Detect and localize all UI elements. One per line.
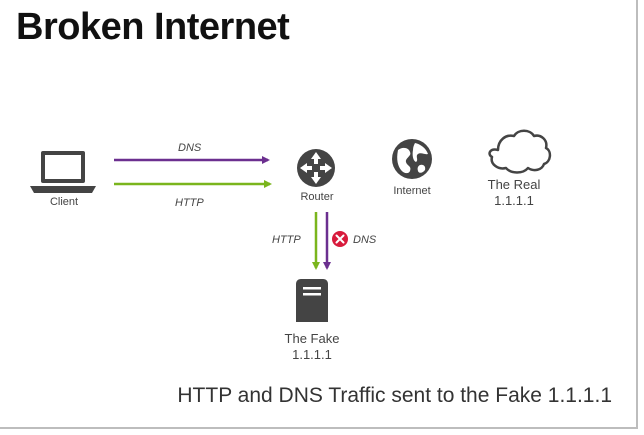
- real-dns-label: The Real 1.1.1.1: [474, 177, 554, 209]
- edge-label-client-dns: DNS: [178, 142, 202, 154]
- fake-dns-label-line2: 1.1.1.1: [292, 347, 332, 362]
- fake-dns-label: The Fake 1.1.1.1: [272, 331, 352, 363]
- globe-icon: [392, 139, 432, 179]
- cloud-icon: [488, 129, 552, 174]
- edge-label-router-http: HTTP: [272, 234, 301, 246]
- edge-label-client-http: HTTP: [175, 197, 204, 209]
- client-label: Client: [49, 196, 79, 208]
- slide: Broken Internet: [0, 0, 638, 429]
- router-icon: [297, 149, 335, 187]
- router-label: Router: [300, 191, 334, 203]
- real-dns-label-line1: The Real: [487, 177, 541, 192]
- page-title: Broken Internet: [16, 6, 290, 48]
- network-diagram: [30, 129, 552, 322]
- slide-caption: HTTP and DNS Traffic sent to the Fake 1.…: [177, 384, 612, 407]
- fake-dns-label-line1: The Fake: [284, 331, 340, 346]
- internet-label: Internet: [393, 185, 431, 197]
- real-dns-label-line2: 1.1.1.1: [494, 193, 534, 208]
- blocked-x-icon: [332, 231, 348, 247]
- server-icon: [296, 279, 328, 322]
- edge-label-router-dns: DNS: [353, 234, 377, 246]
- laptop-icon: [30, 151, 96, 193]
